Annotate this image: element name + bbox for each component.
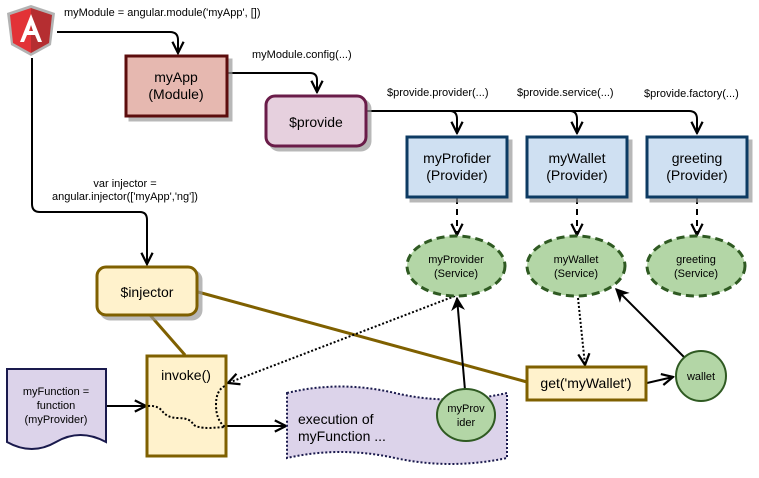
invoke-label: invoke() [161, 367, 211, 383]
edges [31, 31, 697, 426]
provider-name: myProfider [423, 150, 491, 166]
node-get-wallet[interactable]: get('myWallet') [525, 365, 648, 402]
injector-label: $injector [121, 284, 174, 300]
service-type: (Service) [554, 268, 598, 280]
edge-logo-to-module [57, 31, 178, 53]
angular-logo-icon [7, 5, 55, 56]
node-module[interactable]: myApp (Module) [124, 54, 229, 118]
node-injector[interactable]: $injector [95, 265, 199, 317]
label-injector-line2: angular.injector(['myApp','ng']) [52, 191, 198, 203]
function-line1: myFunction = [23, 386, 89, 398]
module-name: myApp [154, 69, 198, 85]
execution-line1: execution of [298, 411, 374, 427]
edge-provide-to-provider-2 [569, 110, 577, 133]
execution-line2: myFunction ... [298, 428, 386, 444]
service-name: greeting [676, 254, 716, 266]
edge-injector-to-get [197, 290, 528, 384]
invoke-internal-flow [147, 385, 228, 430]
provider-type: (Provider) [546, 167, 607, 183]
get-wallet-label: get('myWallet') [540, 375, 631, 391]
label-injector-line1: var injector = [93, 178, 156, 190]
edge-get-to-wallet [646, 377, 673, 383]
service-name: myProvider [428, 254, 484, 266]
edge-service-to-get [577, 297, 585, 365]
provider-type: (Provider) [666, 167, 727, 183]
provider-name: greeting [672, 150, 723, 166]
edge-provide-to-providers [366, 110, 697, 133]
edge-logo-to-injector [31, 58, 147, 264]
node-provider-mywallet[interactable]: myWallet (Provider) [525, 135, 629, 199]
edge-wallet-to-service [615, 288, 685, 358]
edge-module-to-provide [228, 72, 317, 92]
node-service-greeting[interactable]: greeting (Service) [645, 234, 747, 298]
function-line2: function [37, 400, 76, 412]
node-service-mywallet[interactable]: myWallet (Service) [525, 234, 627, 298]
provide-label: $provide [289, 114, 343, 130]
label-provide-provider: $provide.provider(...) [387, 87, 489, 99]
edge-service-to-invoke [228, 295, 456, 383]
function-line3: (myProvider) [25, 414, 88, 426]
edge-injector-to-invoke [148, 314, 187, 356]
service-type: (Service) [674, 268, 718, 280]
node-wallet[interactable]: wallet [675, 350, 727, 402]
node-my-function[interactable]: myFunction = function (myProvider) [6, 368, 107, 450]
node-provider-greeting[interactable]: greeting (Provider) [645, 135, 749, 199]
service-type: (Service) [434, 268, 478, 280]
node-my-provider-instance[interactable]: myProv ider [436, 388, 496, 442]
module-type: (Module) [148, 86, 203, 102]
node-provide[interactable]: $provide [264, 94, 368, 148]
wallet-label: wallet [686, 371, 715, 383]
service-name: myWallet [554, 254, 599, 266]
label-provide-service: $provide.service(...) [517, 87, 614, 99]
label-provide-factory: $provide.factory(...) [644, 88, 739, 100]
node-invoke[interactable]: invoke() [145, 354, 228, 458]
instance-line1: myProv [447, 403, 485, 415]
edge-instance-to-service [451, 296, 466, 391]
label-module-config: myModule.config(...) [252, 49, 352, 61]
node-service-myprovider[interactable]: myProvider (Service) [405, 234, 507, 298]
edge-provide-to-provider-1 [449, 110, 457, 133]
instance-line2: ider [457, 417, 476, 429]
node-provider-myprofider[interactable]: myProfider (Provider) [405, 135, 509, 199]
provider-name: myWallet [548, 150, 605, 166]
provider-type: (Provider) [426, 167, 487, 183]
label-module-create: myModule = angular.module('myApp', []) [64, 7, 261, 19]
